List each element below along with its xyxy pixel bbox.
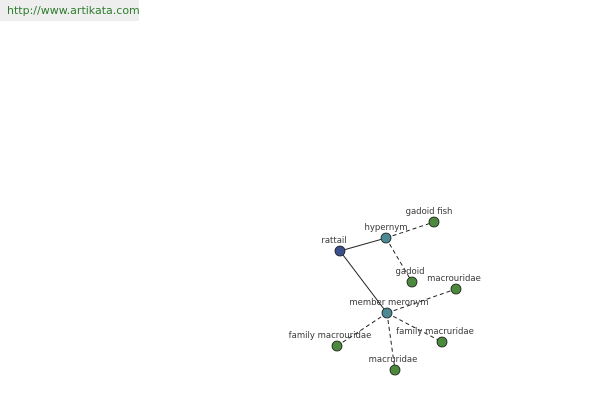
node-label-family-macruridae: family macruridae: [396, 327, 474, 337]
node-member-meronym[interactable]: member meronym: [349, 298, 429, 319]
node-label-gadoid-fish: gadoid fish: [406, 207, 453, 217]
node-hypernym[interactable]: hypernym: [364, 223, 408, 244]
node-macrouridae[interactable]: macrouridae: [427, 274, 481, 295]
node-gadoid[interactable]: gadoid: [396, 267, 425, 288]
node-circle-member-meronym[interactable]: [381, 307, 393, 319]
node-label-family-macrouridae: family macrouridae: [289, 331, 372, 341]
node-circle-gadoid-fish[interactable]: [428, 216, 440, 228]
node-label-rattail: rattail: [321, 236, 346, 246]
edge-rattail-hypernym: [339, 237, 387, 252]
node-family-macrouridae[interactable]: family macrouridae: [289, 331, 372, 352]
node-label-macruridae: macruridae: [369, 355, 418, 365]
site-url-link[interactable]: http://www.artikata.com: [7, 4, 140, 17]
edge-member-meronym-family-macruridae: [386, 312, 443, 343]
edge-member-meronym-macrouridae: [386, 288, 457, 314]
node-gadoid-fish[interactable]: gadoid fish: [406, 207, 453, 228]
graph-nodes: rattail hypernym member meronym gadoid fish…: [289, 207, 481, 376]
node-circle-family-macrouridae[interactable]: [331, 340, 343, 352]
edge-rattail-member-meronym: [339, 250, 388, 314]
node-circle-gadoid[interactable]: [406, 276, 418, 288]
edge-hypernym-gadoid: [385, 237, 413, 283]
edge-member-meronym-macruridae: [386, 312, 396, 371]
edge-hypernym-gadoid-fish: [385, 221, 435, 239]
url-bar: http://www.artikata.com: [0, 0, 140, 21]
node-circle-hypernym[interactable]: [380, 232, 392, 244]
node-circle-macrouridae[interactable]: [450, 283, 462, 295]
node-label-member-meronym: member meronym: [349, 298, 428, 308]
graph-edges: [336, 221, 457, 371]
node-rattail[interactable]: rattail: [321, 236, 347, 257]
node-label-macrouridae: macrouridae: [427, 274, 481, 284]
node-label-gadoid: gadoid: [396, 267, 425, 277]
node-family-macruridae[interactable]: family macruridae: [396, 327, 474, 348]
node-circle-rattail[interactable]: [334, 245, 346, 257]
node-macruridae[interactable]: macruridae: [369, 355, 418, 376]
edge-member-meronym-family-macrouridae: [336, 312, 388, 347]
node-label-hypernym: hypernym: [364, 223, 407, 233]
node-circle-family-macruridae[interactable]: [436, 336, 448, 348]
node-circle-macruridae[interactable]: [389, 364, 401, 376]
